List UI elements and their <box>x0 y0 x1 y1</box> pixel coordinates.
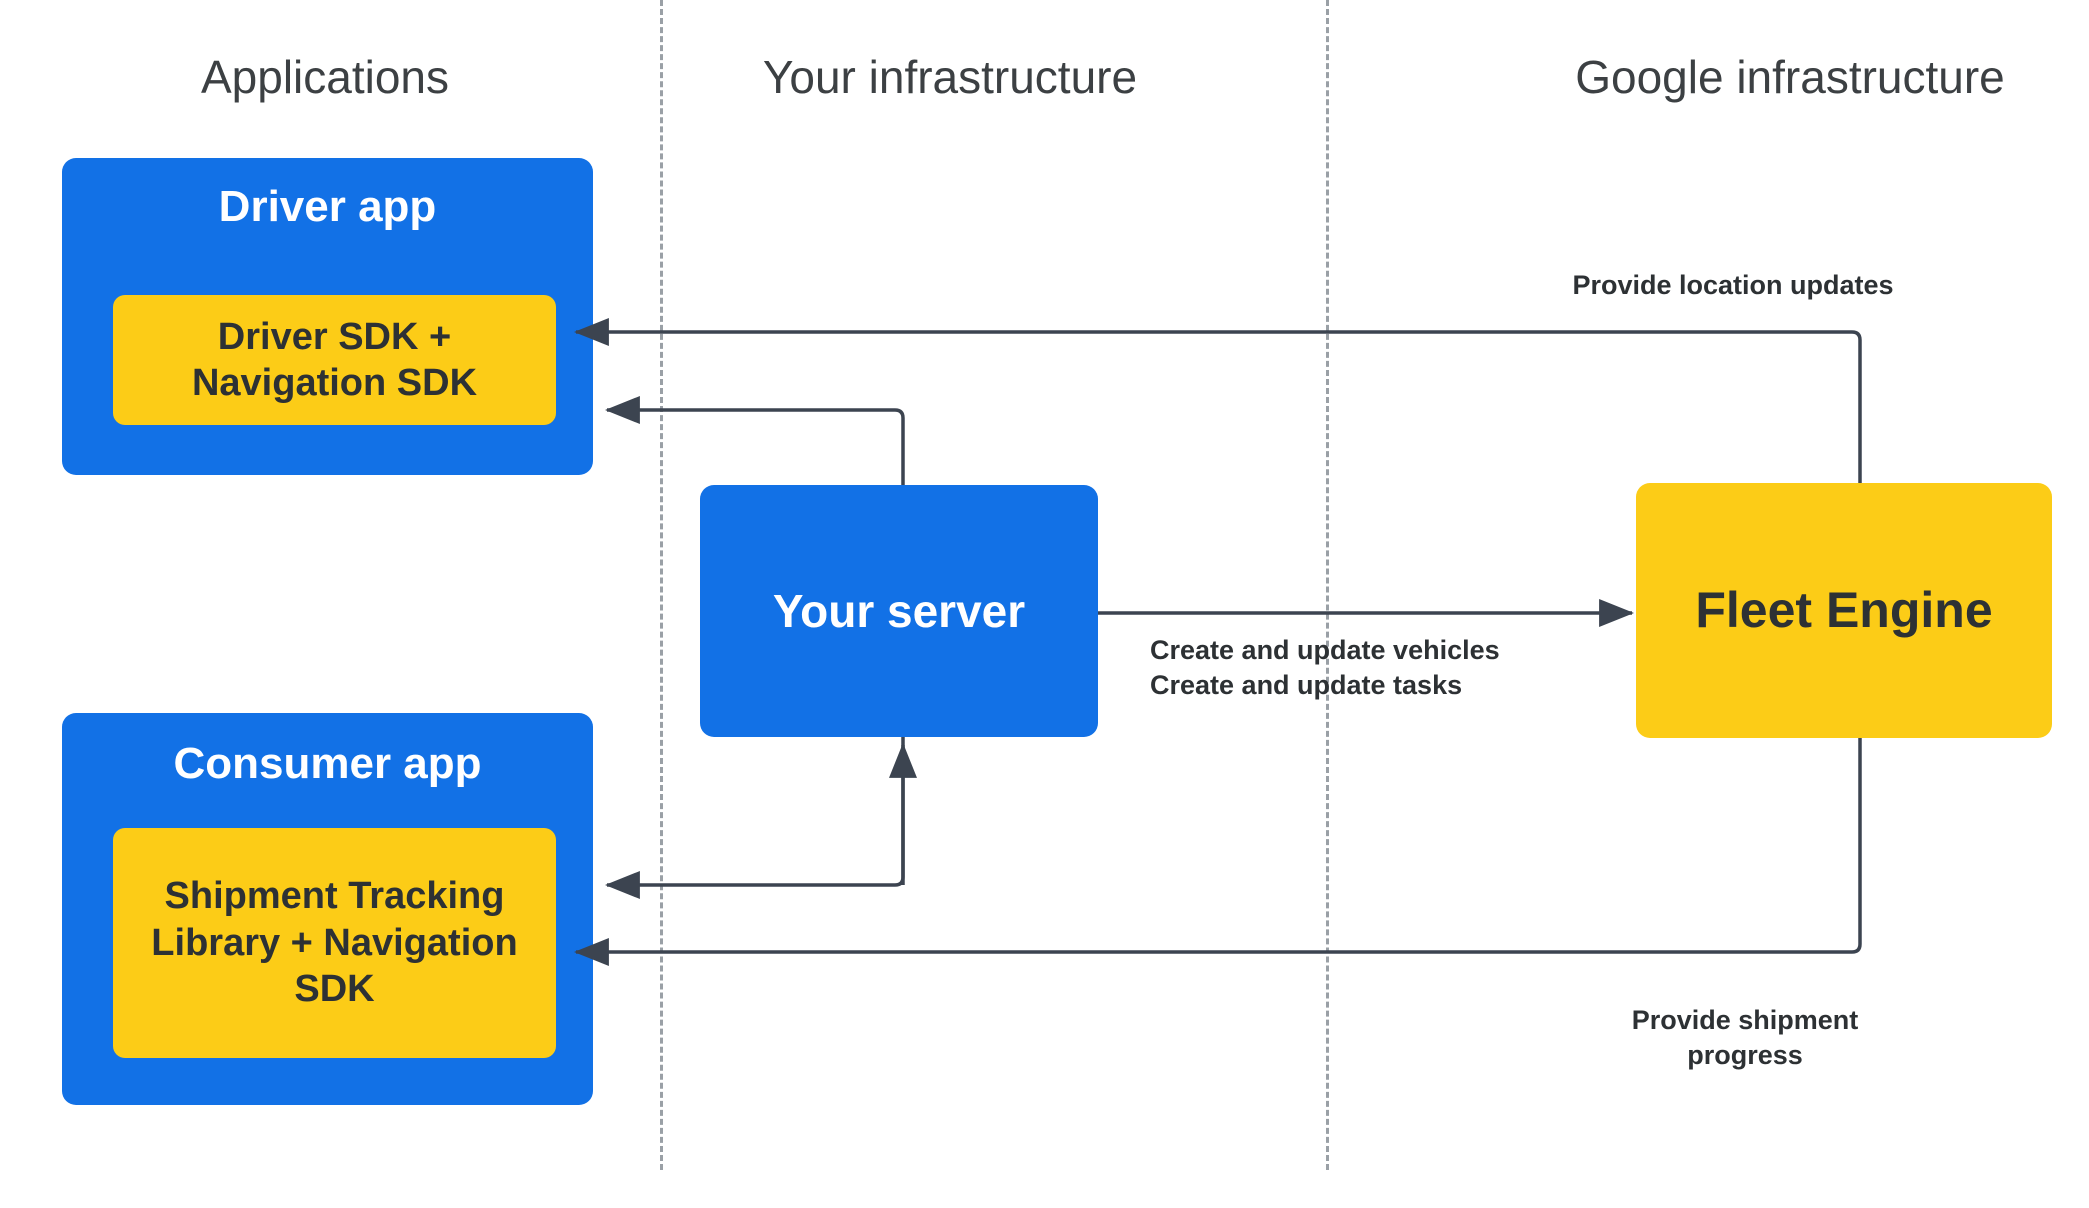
divider-infrastructure-google <box>1326 0 1329 1170</box>
edge-label-create-and-update: Create and update vehicles Create and up… <box>1150 635 1500 700</box>
node-shipment-tracking-library[interactable]: Shipment Tracking Library + Navigation S… <box>113 828 556 1058</box>
node-consumer-app[interactable]: Consumer app Shipment Tracking Library +… <box>62 713 593 1105</box>
column-header-your-infrastructure: Your infrastructure <box>762 51 1138 103</box>
consumer-app-title: Consumer app <box>173 739 482 788</box>
node-fleet-engine[interactable]: Fleet Engine <box>1636 483 2052 738</box>
node-driver-sdk[interactable]: Driver SDK + Navigation SDK <box>113 295 556 425</box>
fleet-engine-label: Fleet Engine <box>1695 581 1993 638</box>
shipment-tracking-library-label: Shipment Tracking Library + Navigation S… <box>151 875 518 1011</box>
edge-label-provide-location-updates: Provide location updates <box>1572 270 1894 300</box>
arrow-fleet-engine-to-shipment-tracking <box>573 738 1862 966</box>
arrow-your-server-to-shipment-tracking <box>604 737 905 899</box>
divider-applications-infrastructure <box>660 0 663 1170</box>
driver-app-title: Driver app <box>218 182 437 231</box>
driver-sdk-label: Driver SDK + Navigation SDK <box>191 315 478 404</box>
node-your-server[interactable]: Your server <box>700 485 1098 737</box>
your-server-label: Your server <box>772 584 1026 637</box>
arrow-your-server-to-driver-app <box>604 396 905 485</box>
arrow-fleet-engine-to-driver-sdk <box>573 318 1862 483</box>
edge-label-provide-shipment-progress: Provide shipment progress <box>1631 1005 1859 1070</box>
node-driver-app[interactable]: Driver app Driver SDK + Navigation SDK <box>62 158 593 475</box>
column-header-applications: Applications <box>200 51 450 103</box>
column-header-google-infrastructure: Google infrastructure <box>1575 51 2005 103</box>
